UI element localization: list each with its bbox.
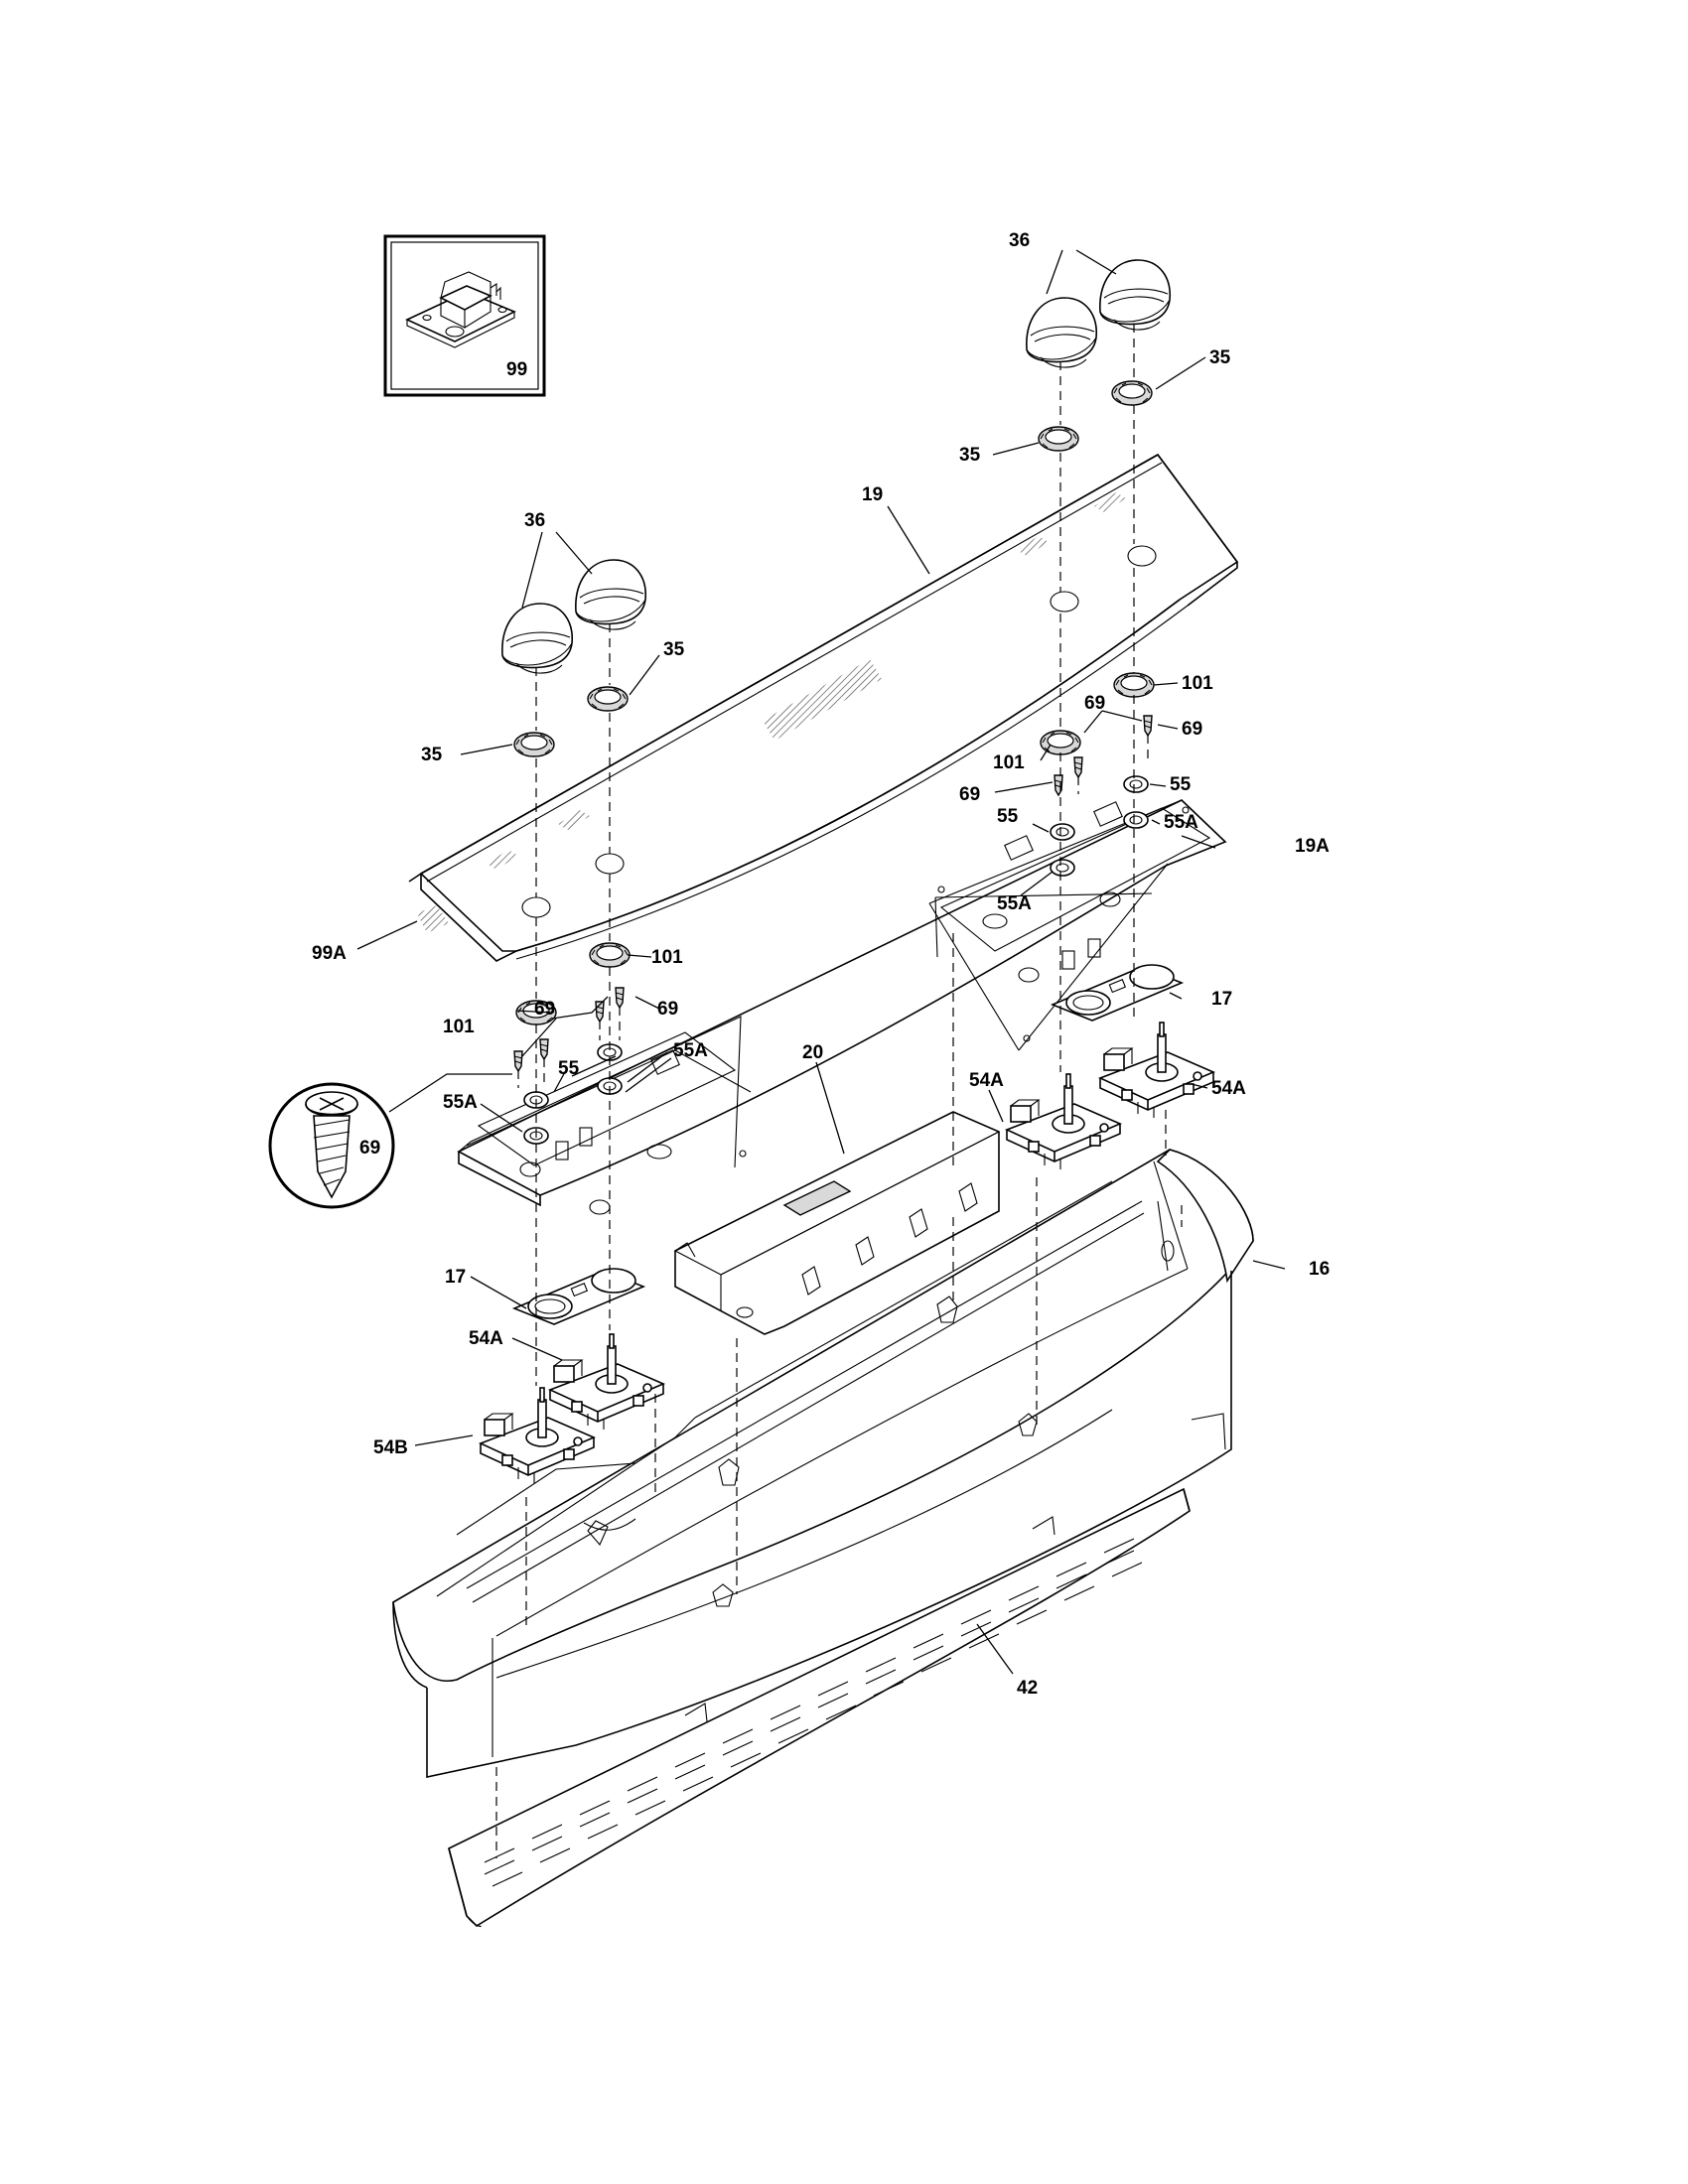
bracket-17-left xyxy=(513,1268,644,1325)
switch-54A-right-2 xyxy=(1006,1073,1121,1170)
callout-101-right-mid: 101 xyxy=(993,752,1025,773)
nut-35-right-mid xyxy=(1038,426,1079,452)
nut-35-left-top xyxy=(587,686,629,712)
control-board-20 xyxy=(673,1111,1001,1335)
callout-55-left: 55 xyxy=(558,1058,580,1079)
callout-55A-left-2: 55A xyxy=(443,1092,478,1113)
callout-16: 16 xyxy=(1309,1259,1330,1280)
callout-19A: 19A xyxy=(1295,836,1330,857)
callout-36-right: 36 xyxy=(1009,230,1030,251)
inset-99-label: 99 xyxy=(506,359,527,380)
callout-54B: 54B xyxy=(373,1437,408,1458)
callout-17-left: 17 xyxy=(445,1267,466,1288)
ring-55A-right-2 xyxy=(1050,859,1075,877)
callout-69-left-1: 69 xyxy=(534,999,555,1020)
screw-69-right-3 xyxy=(1054,774,1063,796)
screw-69-right-2 xyxy=(1073,756,1083,778)
callout-35-left-bot: 35 xyxy=(421,745,443,765)
callout-101-left: 101 xyxy=(443,1017,475,1037)
screw-69-left-4 xyxy=(513,1050,523,1072)
switch-54A-left xyxy=(549,1333,664,1431)
callout-20: 20 xyxy=(802,1042,823,1063)
console-panel-19 xyxy=(408,453,1239,962)
callout-99A: 99A xyxy=(312,943,347,964)
bracket-17-right xyxy=(1052,964,1183,1022)
callout-69-right-1: 69 xyxy=(1084,693,1105,714)
callout-labels: 36 35 35 19 36 35 35 101 69 69 101 69 55… xyxy=(312,230,1330,1699)
screw-69-right-1 xyxy=(1143,715,1153,737)
callout-54A-left: 54A xyxy=(469,1328,503,1349)
screw-69-left-3 xyxy=(539,1038,549,1060)
ring-55A-right-1 xyxy=(1123,811,1149,829)
inset-part-99: 99 xyxy=(383,234,546,397)
ring-55-right-1 xyxy=(1123,775,1149,793)
knob-36-left-front xyxy=(501,603,574,674)
nut-101-left-top xyxy=(589,942,631,968)
callout-35-right-top: 35 xyxy=(1209,347,1231,368)
callout-19: 19 xyxy=(862,484,883,505)
callout-55-right-2: 55 xyxy=(997,806,1019,827)
callout-35-right-mid: 35 xyxy=(959,445,981,466)
console-housing-16 xyxy=(392,1149,1254,1778)
callout-42: 42 xyxy=(1017,1678,1038,1699)
callout-69-right-3: 69 xyxy=(959,784,980,805)
callout-55A-left-1: 55A xyxy=(673,1040,708,1061)
callout-69-left-2: 69 xyxy=(657,999,678,1020)
switch-54A-right-1 xyxy=(1099,1022,1214,1119)
ribbon-99A xyxy=(417,905,449,933)
knob-36-right-front xyxy=(1026,297,1098,368)
callout-101-right-top: 101 xyxy=(1182,673,1213,694)
callout-69-right-2: 69 xyxy=(1182,719,1202,740)
callout-36-left: 36 xyxy=(524,510,545,531)
screw-69-left-1 xyxy=(615,987,625,1009)
vent-grille-42 xyxy=(448,1487,1191,1928)
callout-101-left-top: 101 xyxy=(651,947,683,968)
callout-17-right: 17 xyxy=(1211,989,1232,1010)
nut-35-left-bot xyxy=(513,732,555,757)
nut-35-right-top xyxy=(1111,380,1153,406)
leader-lines xyxy=(356,249,1286,1675)
detail-screw-69: 69 xyxy=(268,1073,512,1209)
grille-slots xyxy=(484,1538,1143,1887)
alignment-lines xyxy=(495,324,1183,1858)
callout-55A-right-1: 55A xyxy=(1164,812,1198,833)
callout-54A-right-1: 54A xyxy=(969,1070,1004,1091)
callout-55A-right-2: 55A xyxy=(997,893,1032,914)
callout-55-right-1: 55 xyxy=(1170,774,1192,795)
nut-101-right-top xyxy=(1113,672,1155,698)
callout-35-left-top: 35 xyxy=(663,639,685,660)
knob-36-left-back xyxy=(575,559,647,630)
callout-54A-right-2: 54A xyxy=(1211,1078,1246,1099)
detail-69-label: 69 xyxy=(359,1138,380,1159)
ring-55-right-2 xyxy=(1050,823,1075,841)
